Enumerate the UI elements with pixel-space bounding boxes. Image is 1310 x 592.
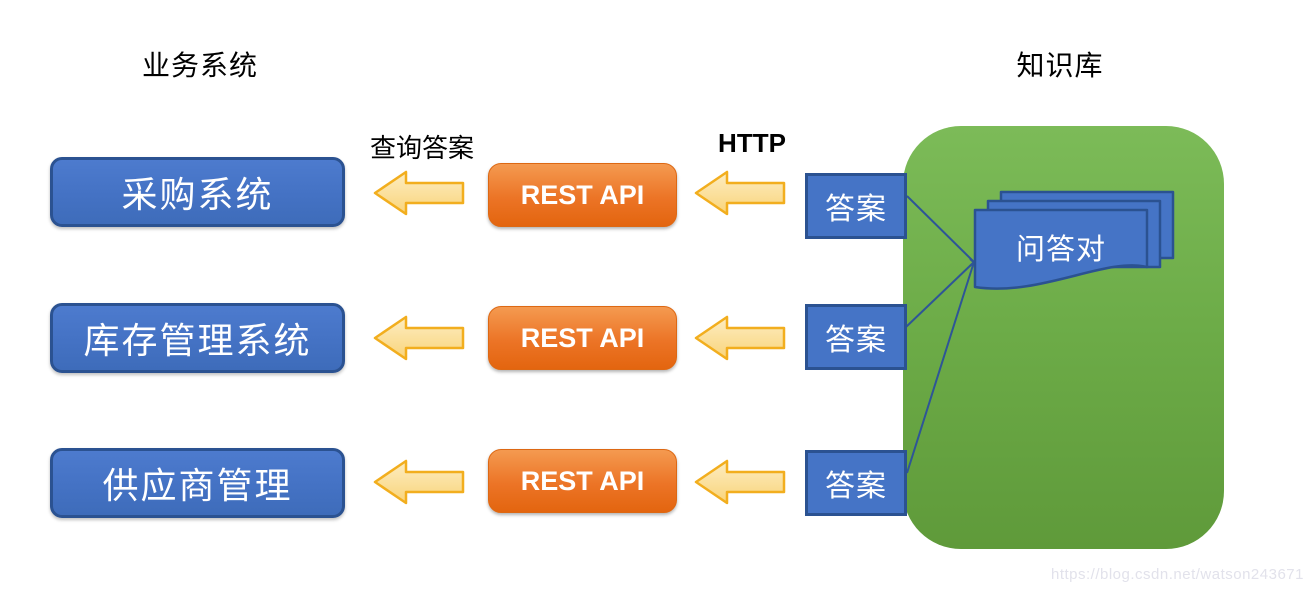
- business-systems-header: 业务系统: [141, 50, 258, 81]
- supplier-management-box: 供应商管理: [50, 448, 345, 518]
- knowledge-base-header: 知识库: [1016, 50, 1104, 81]
- answer-box-2: 答案: [805, 304, 907, 370]
- left-arrow-icon: [694, 170, 786, 216]
- query-answer-label: 查询答案: [369, 133, 474, 163]
- qa-pair-documents-icon: [973, 190, 1175, 290]
- answer-box-1: 答案: [805, 173, 907, 239]
- answer-box-3: 答案: [805, 450, 907, 516]
- rest-api-box-1: REST API: [488, 163, 677, 227]
- left-arrow-icon: [694, 315, 786, 361]
- left-arrow-icon: [694, 459, 786, 505]
- http-label: HTTP: [718, 128, 786, 158]
- document-front: [973, 208, 1149, 290]
- rest-api-box-2: REST API: [488, 306, 677, 370]
- left-arrow-icon: [373, 170, 465, 216]
- procurement-system-box: 采购系统: [50, 157, 345, 227]
- rest-api-box-3: REST API: [488, 449, 677, 513]
- qa-pair-label: 问答对: [1015, 234, 1106, 266]
- watermark: https://blog.csdn.net/watson243671: [1050, 566, 1304, 583]
- inventory-management-system-box: 库存管理系统: [50, 303, 345, 373]
- left-arrow-icon: [373, 315, 465, 361]
- left-arrow-icon: [373, 459, 465, 505]
